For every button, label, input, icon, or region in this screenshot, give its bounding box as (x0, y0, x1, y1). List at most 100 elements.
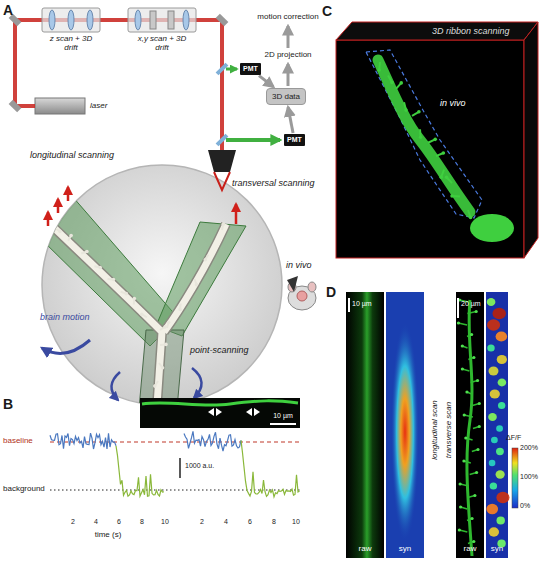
spine-head (419, 135, 423, 139)
colorbar-tick: 0% (520, 502, 530, 510)
fluorescence-trace (184, 431, 241, 451)
scan-mode-label: transverse scan (445, 402, 453, 458)
dendrite (142, 401, 298, 405)
motion-label: brain motion (40, 312, 90, 322)
soma (470, 214, 514, 242)
spine-head (465, 390, 468, 393)
laser-label: laser (90, 101, 107, 110)
method-label: 3D ribbon scanning (432, 26, 510, 36)
arrowhead (246, 408, 252, 416)
detector-box: PMT (284, 134, 305, 146)
syn-hotspot (491, 437, 498, 444)
tissue-circle (42, 165, 282, 405)
spine-head (469, 216, 473, 220)
arrowhead (216, 408, 222, 416)
colorbar-label: ΔF/F (506, 434, 521, 442)
spine-head (203, 258, 207, 262)
spine-head (450, 194, 454, 198)
detector-box: PMT (240, 63, 261, 75)
lens (49, 10, 55, 30)
scanner-label: x,y scan + 3D drift (131, 34, 193, 52)
spine-head (445, 175, 449, 179)
syn-hotspot (496, 517, 504, 525)
spine-head (153, 384, 157, 388)
step-label: motion correction (257, 12, 318, 21)
scan-arrow (67, 187, 70, 201)
spine-head (195, 283, 199, 287)
tick-label: 8 (272, 518, 276, 526)
mirror (9, 100, 22, 113)
lens (183, 10, 189, 30)
panel-letter: B (3, 396, 13, 412)
scan-arrow (235, 204, 238, 224)
arrowhead (208, 408, 214, 416)
spine-head (178, 308, 182, 312)
emission-beam (226, 68, 237, 71)
flow-arrow (287, 26, 290, 48)
dendrite-outline (164, 224, 226, 332)
spine-head (478, 425, 481, 428)
scale-bar (457, 298, 459, 318)
syn-hotspot (487, 298, 496, 306)
transversal-ribbon (156, 222, 246, 336)
scan-arrow (47, 212, 50, 226)
colorbar-tick: 100% (520, 473, 538, 481)
syn-hotspot (498, 379, 507, 387)
spine-head (459, 505, 462, 508)
laser-box (35, 98, 85, 114)
syn-hotspot (496, 425, 503, 432)
illustration-g (377, 62, 472, 219)
panel-letter: A (3, 2, 13, 18)
spine-head (463, 413, 466, 416)
fluorescence-trace (241, 440, 300, 496)
spine-head (473, 494, 476, 497)
condition-label: in vivo (286, 260, 312, 270)
volume-top (336, 22, 538, 40)
spine-head (457, 321, 460, 324)
spine-head (475, 310, 478, 313)
lens (135, 10, 141, 30)
connector-arrow (288, 107, 293, 133)
syn-hotspot (496, 470, 505, 478)
colorbar (512, 448, 518, 508)
tick-label: 6 (117, 518, 121, 526)
spine-head (476, 448, 479, 451)
tick-label: 6 (248, 518, 252, 526)
line-label: baseline (3, 436, 33, 445)
syn-hotspot (498, 402, 505, 409)
syn-hotspot (496, 492, 509, 503)
fluorescence-trace (116, 446, 164, 496)
spine-head (464, 436, 467, 439)
spine-head (133, 297, 137, 301)
spine-head (399, 81, 403, 85)
focus-beam (214, 172, 230, 190)
strip-label: raw (359, 544, 372, 553)
motion-arrow (111, 372, 120, 400)
xy-scanner (128, 8, 196, 32)
spine-head (439, 175, 443, 179)
scale-bar (179, 458, 181, 478)
z-scanner (42, 8, 100, 32)
syn-hotspot (490, 482, 497, 489)
syn-hotspot (488, 367, 498, 376)
dendrite (164, 224, 226, 332)
syn-hotspot (497, 355, 507, 364)
spine-head (140, 312, 144, 316)
spine-head (161, 366, 165, 370)
spine-head (461, 367, 464, 370)
scan-mode-label: longitudinal scanning (30, 150, 114, 160)
ribbons (40, 196, 246, 420)
spine-head (167, 320, 171, 324)
spine-head (459, 482, 462, 485)
tick-label: 10 (161, 518, 169, 526)
syn-hotspot (489, 460, 496, 466)
objective (208, 150, 236, 172)
raw-strip (346, 292, 384, 558)
tick-label: 2 (200, 518, 204, 526)
spine-head (470, 517, 473, 520)
spine-head (417, 110, 421, 114)
spine-head (98, 266, 102, 270)
panel-d (346, 292, 518, 558)
syn-hotspot (496, 448, 504, 455)
fluorescence-trace (50, 433, 116, 449)
